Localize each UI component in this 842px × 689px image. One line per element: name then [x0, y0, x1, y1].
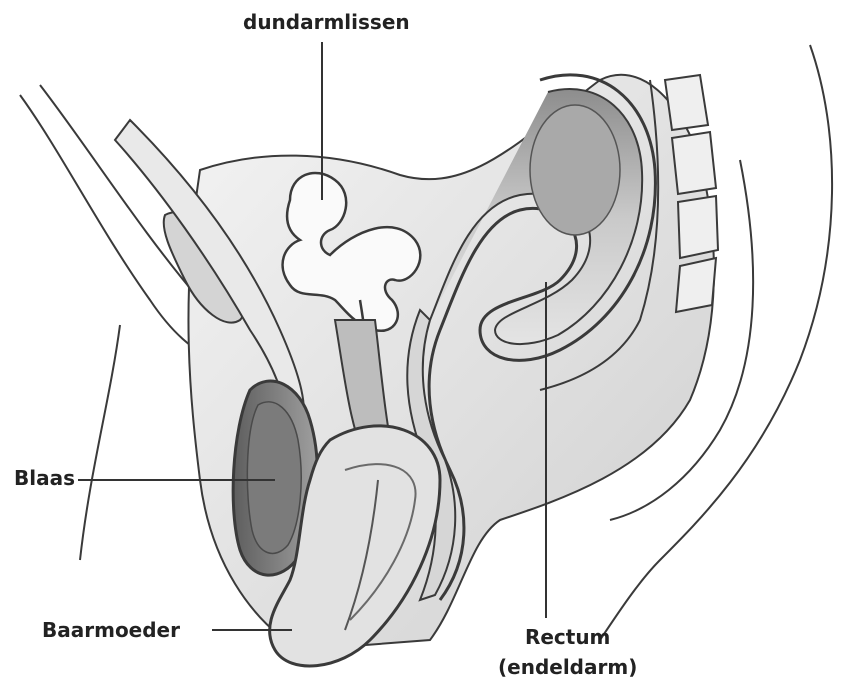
label-bladder: Blaas [14, 466, 75, 490]
label-rectum-subtitle: (endeldarm) [498, 652, 637, 682]
label-small-intestine: dundarmlissen [243, 10, 410, 34]
label-uterus: Baarmoeder [42, 618, 180, 642]
label-rectum: Rectum (endeldarm) [498, 622, 637, 682]
label-rectum-title: Rectum [498, 622, 637, 652]
